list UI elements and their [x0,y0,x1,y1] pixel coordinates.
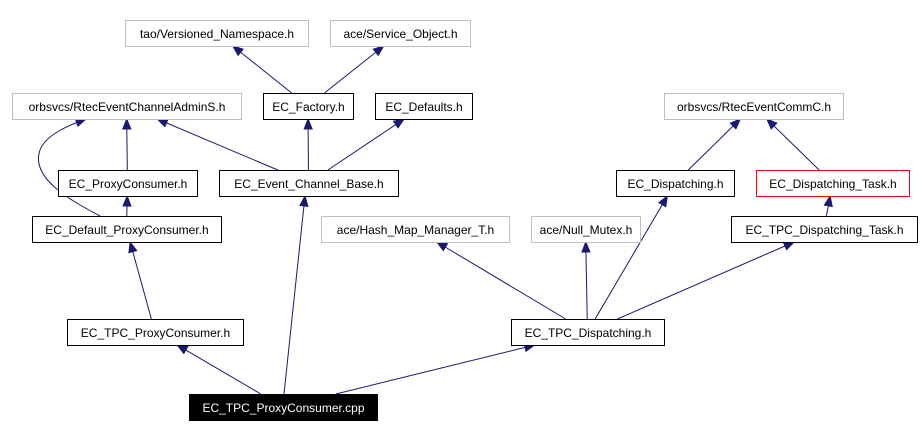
node-label: EC_Dispatching.h [627,177,723,191]
node-box [731,216,918,243]
node-box [330,20,471,47]
edge-ec_tpc_dispatching-to-ace_hash_map [435,241,566,320]
node-label: EC_Dispatching_Task.h [769,177,896,191]
node-label: ace/Null_Mutex.h [540,223,633,237]
node-box [756,170,910,197]
node-box [12,93,242,120]
edge-ec_tpc_proxy_consumer_cpp-to-ec_tpc_dispatching [335,342,537,395]
node-ec_event_channel_base[interactable]: EC_Event_Channel_Base.h [219,170,399,197]
node-ace_null_mutex[interactable]: ace/Null_Mutex.h [531,216,641,243]
node-ec_dispatching[interactable]: EC_Dispatching.h [616,170,735,197]
node-label: EC_ProxyConsumer.h [69,177,188,191]
edge-ec_tpc_dispatching-to-ec_tpc_dispatching_task [617,241,796,320]
node-box [125,20,309,47]
node-orb_comm[interactable]: orbsvcs/RtecEventCommC.h [664,93,844,120]
node-box [32,216,222,243]
node-label: EC_Event_Channel_Base.h [234,177,383,191]
node-ec_proxy_consumer[interactable]: EC_ProxyConsumer.h [58,170,198,197]
node-ec_factory[interactable]: EC_Factory.h [263,93,354,120]
edge-ec_tpc_proxy_consumer-to-ec_default_proxy_consumer [128,240,152,320]
edge-ec_tpc_dispatching-to-ace_null_mutex [581,240,591,320]
edge-ec_tpc_dispatching-to-ec_dispatching [594,194,669,320]
node-label: ace/Hash_Map_Manager_T.h [337,223,494,237]
edge-ec_tpc_proxy_consumer_cpp-to-ec_event_channel_base [283,194,309,395]
node-orb_admin[interactable]: orbsvcs/RtecEventChannelAdminS.h [12,93,242,120]
edge-ec_factory-to-ace_svc_obj [324,45,385,94]
node-ec_dispatching_task[interactable]: EC_Dispatching_Task.h [756,170,910,197]
node-box [67,319,244,346]
node-label: orbsvcs/RtecEventCommC.h [677,100,831,114]
node-box [511,319,665,346]
node-ec_tpc_dispatching[interactable]: EC_TPC_Dispatching.h [511,319,665,346]
node-box [375,93,473,120]
edge-ec_dispatching_task-to-orb_comm [765,118,820,171]
edge-ec_event_channel_base-to-ec_defaults [327,118,406,171]
node-label: EC_TPC_Dispatching_Task.h [745,223,903,237]
node-label: tao/Versioned_Namespace.h [140,27,294,41]
node-box [321,216,510,243]
edge-ec_event_channel_base-to-ec_factory [303,117,313,171]
node-box [263,93,354,120]
node-label: ace/Service_Object.h [343,27,457,41]
edge-ec_event_channel_base-to-orb_admin [155,118,278,171]
node-box [616,170,735,197]
node-ec_tpc_proxy_consumer[interactable]: EC_TPC_ProxyConsumer.h [67,319,244,346]
node-label: EC_Defaults.h [385,100,462,114]
node-ec_defaults[interactable]: EC_Defaults.h [375,93,473,120]
edge-ec_proxy_consumer-to-orb_admin [122,117,132,171]
node-label: EC_TPC_ProxyConsumer.h [81,326,230,340]
node-box [58,170,198,197]
edge-ec_default_proxy_consumer-to-orb_admin [37,118,101,217]
node-ace_hash_map[interactable]: ace/Hash_Map_Manager_T.h [321,216,510,243]
node-label: EC_Default_ProxyConsumer.h [45,223,208,237]
edge-ec_tpc_proxy_consumer_cpp-to-ec_tpc_proxy_consumer [176,344,262,395]
edge-ec_default_proxy_consumer-to-ec_proxy_consumer [122,194,132,217]
node-box [664,93,844,120]
edge-ec_tpc_dispatching_task-to-ec_dispatching_task [823,194,833,217]
edge-ec_factory-to-tao_ver_ns [231,45,293,94]
node-label: EC_TPC_Dispatching.h [525,326,652,340]
node-box [219,170,399,197]
node-box [531,216,641,243]
node-ec_tpc_proxy_consumer_cpp[interactable]: EC_TPC_ProxyConsumer.cpp [189,394,378,421]
node-ec_tpc_dispatching_task[interactable]: EC_TPC_Dispatching_Task.h [731,216,918,243]
node-label: EC_Factory.h [272,100,344,114]
node-tao_ver_ns[interactable]: tao/Versioned_Namespace.h [125,20,309,47]
node-ace_svc_obj[interactable]: ace/Service_Object.h [330,20,471,47]
node-ec_default_proxy_consumer[interactable]: EC_Default_ProxyConsumer.h [32,216,222,243]
nodes-layer: tao/Versioned_Namespace.h ace/Service_Obj… [12,20,918,421]
node-box [189,394,378,421]
edge-ec_dispatching-to-orb_comm [687,118,742,171]
node-label: EC_TPC_ProxyConsumer.cpp [202,401,364,415]
node-label: orbsvcs/RtecEventChannelAdminS.h [29,100,226,114]
